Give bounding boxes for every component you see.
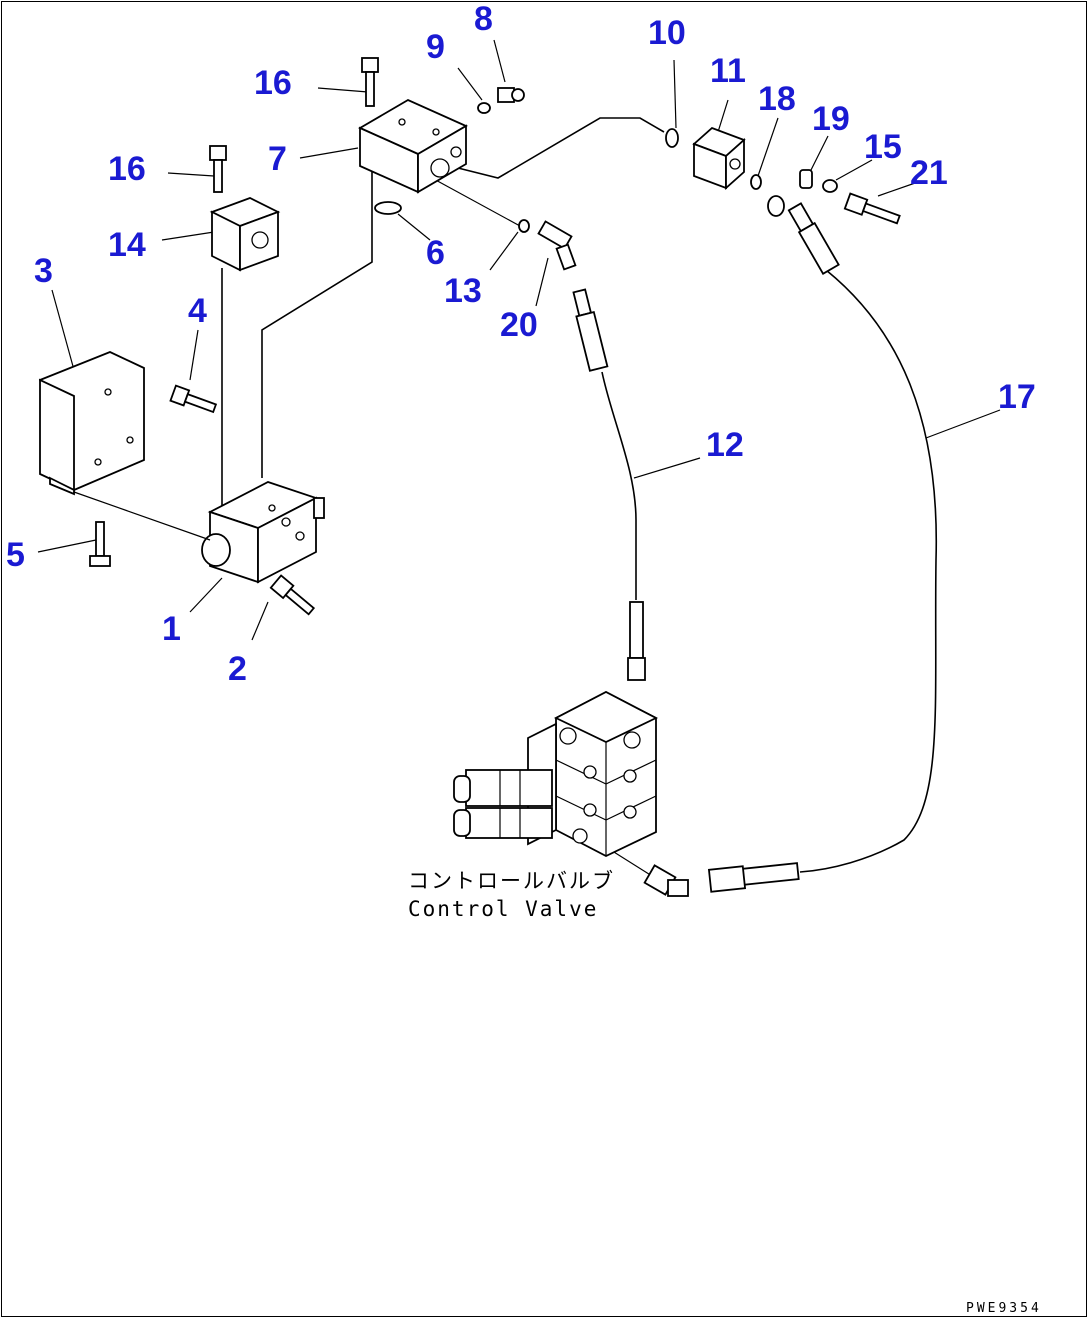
solenoid-upper (453, 769, 553, 807)
callout-11: 11 (710, 52, 746, 90)
callout-18: 18 (758, 80, 796, 118)
control-valve (453, 690, 659, 858)
callout-7: 7 (268, 140, 287, 178)
part-3-bracket (38, 351, 211, 541)
callout-1: 1 (162, 610, 181, 648)
small-parts (374, 87, 838, 233)
bolt-21 (843, 192, 901, 225)
callout-4: 4 (188, 292, 207, 330)
callout-21: 21 (910, 154, 948, 192)
plug-8 (497, 87, 525, 103)
part-7-manifold-block (358, 98, 468, 194)
callout-12: 12 (706, 426, 744, 464)
callout-20: 20 (500, 306, 538, 344)
callout-9: 9 (426, 28, 445, 66)
bolt-16-left (209, 145, 227, 193)
bolt-16-top (361, 57, 379, 107)
bolt-2 (269, 574, 316, 616)
part-11-block (692, 126, 746, 191)
callout-6: 6 (426, 234, 445, 272)
part-14-block (209, 197, 281, 272)
callout-16-left: 16 (108, 150, 146, 188)
leader-lines (37, 39, 1001, 641)
bolt-5 (89, 521, 111, 567)
callout-14: 14 (108, 226, 146, 264)
bolts (89, 57, 901, 616)
callout-16-top: 16 (254, 64, 292, 102)
callout-19: 19 (812, 100, 850, 138)
callout-5: 5 (6, 536, 25, 574)
callout-10: 10 (648, 14, 686, 52)
drawing-code: PWE9354 (966, 1301, 1042, 1316)
callout-8: 8 (474, 0, 493, 38)
callout-17: 17 (998, 378, 1036, 416)
callout-2: 2 (228, 650, 247, 688)
part-1-valve-block (201, 481, 325, 584)
hoses (221, 117, 938, 897)
callout-15: 15 (864, 128, 902, 166)
callout-3: 3 (34, 252, 53, 290)
bolt-4 (169, 384, 218, 414)
callout-13: 13 (444, 272, 482, 310)
callout-labels: 1 2 3 4 5 6 7 8 9 10 11 12 13 14 15 16 1… (6, 0, 1036, 688)
control-valve-caption: コントロールバルブ Control Valve (408, 869, 615, 921)
caption-english: Control Valve (408, 897, 598, 921)
solenoid-lower (453, 807, 553, 839)
caption-japanese: コントロールバルブ (408, 869, 615, 893)
elbow-20 (537, 220, 577, 271)
